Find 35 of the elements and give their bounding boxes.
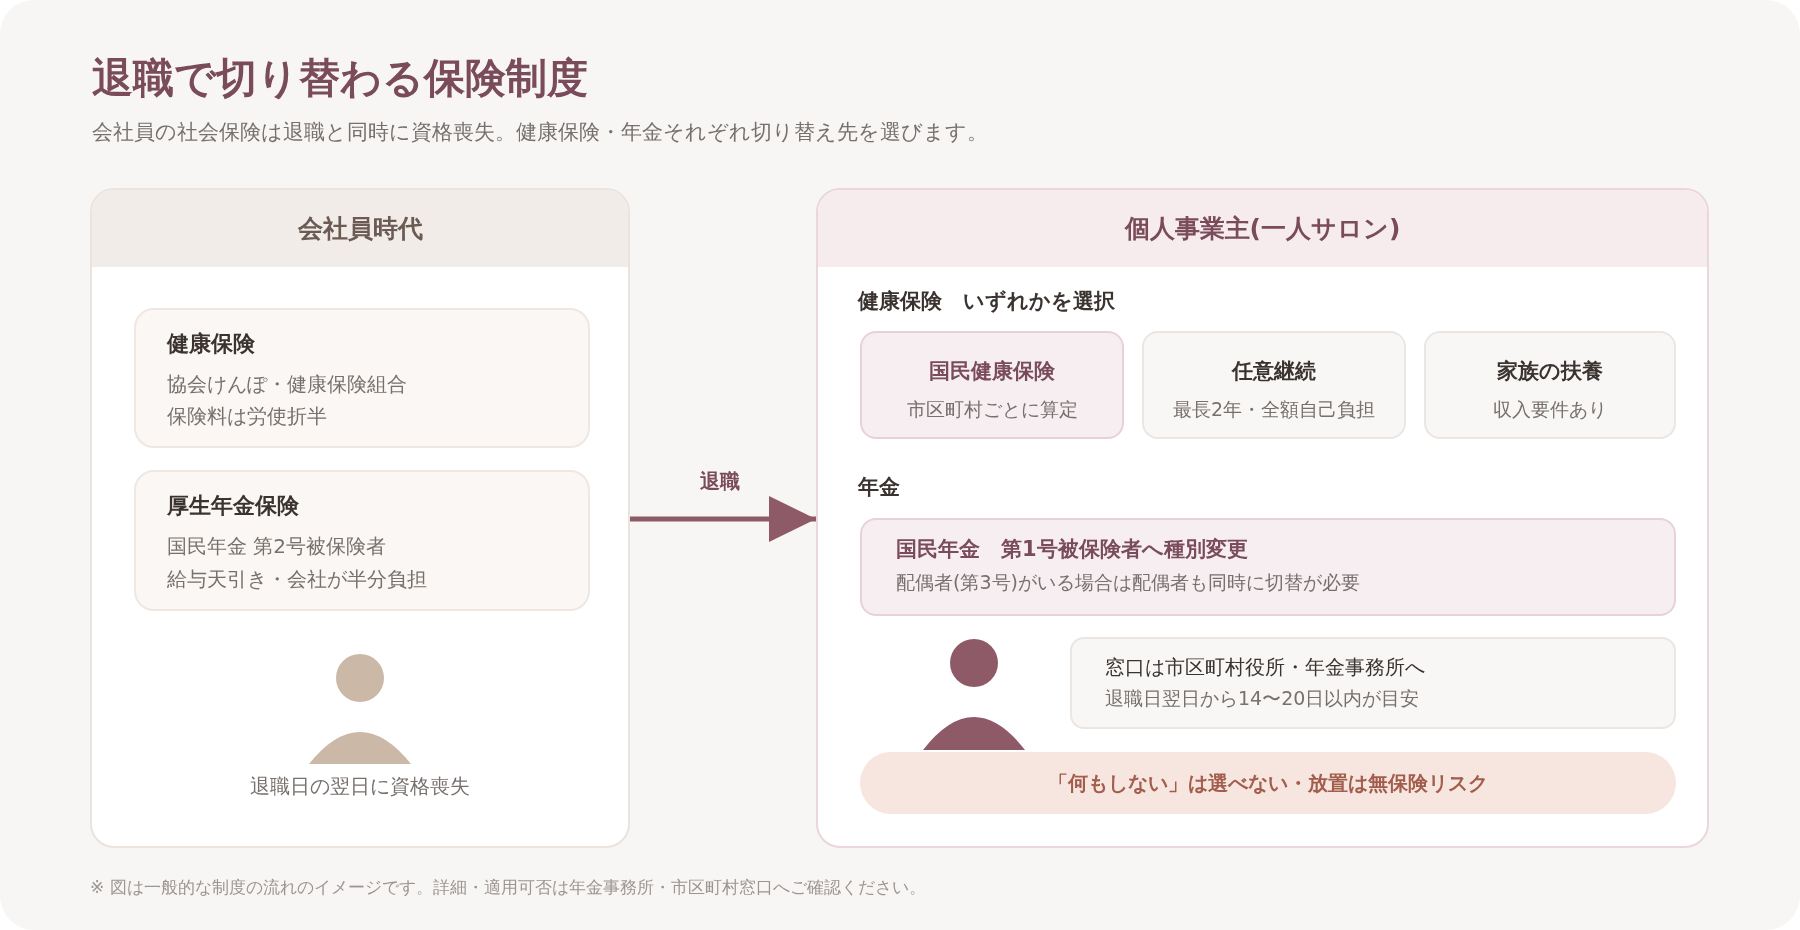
panel-header: 個人事業主(一人サロン)	[818, 190, 1707, 267]
footnote: ※ 図は一般的な制度の流れのイメージです。詳細・適用可否は年金事務所・市区町村窓口へご確認ください。	[90, 875, 926, 899]
panel-header: 会社員時代	[92, 190, 628, 267]
card-text: 最長2年・全額自己負担	[1172, 397, 1376, 422]
card-text: 協会けんぽ・健康保険組合	[167, 370, 407, 398]
option-card	[1424, 331, 1676, 439]
card-text: 収入要件あり	[1493, 397, 1607, 422]
title: 退職で切り替わる保険制度	[92, 52, 588, 104]
subtitle: 会社員の社会保険は退職と同時に資格喪失。健康保険・年金それぞれ切り替え先を選びます。	[92, 119, 988, 146]
info-text: 退職日翌日から14〜20日以内が目安	[1105, 686, 1420, 711]
arrow	[630, 496, 816, 542]
info-card	[134, 470, 590, 611]
info-text: 窓口は市区町村役所・年金事務所へ	[1105, 653, 1425, 681]
card-text: 給与天引き・会社が半分負担	[167, 565, 427, 593]
box-text: 配偶者(第3号)がいる場合は配偶者も同時に切替が必要	[896, 570, 1360, 595]
highlight-box	[860, 518, 1676, 616]
panel-card	[90, 188, 630, 848]
card-title: 国民健康保険	[929, 358, 1055, 385]
info-box	[1070, 637, 1676, 729]
section-heading: 年金	[858, 474, 900, 501]
option-card	[1142, 331, 1406, 439]
caption-text: 退職日の翌日に資格喪失	[250, 772, 470, 800]
card-text: 国民年金 第2号被保険者	[167, 532, 387, 560]
card-title: 家族の扶養	[1497, 358, 1603, 385]
section-heading: 健康保険 いずれかを選択	[858, 288, 1115, 315]
box-title: 国民年金 第1号被保険者へ種別変更	[896, 536, 1248, 563]
card-title: 任意継続	[1232, 358, 1316, 385]
card-text: 市区町村ごとに算定	[906, 397, 1078, 422]
panel-card	[816, 188, 1709, 848]
option-card	[860, 331, 1124, 439]
card-title: 厚生年金保険	[167, 492, 299, 520]
card-text: 保険料は労使折半	[167, 402, 327, 430]
card-title: 健康保険	[167, 330, 255, 358]
info-card	[134, 308, 590, 448]
warning-text: 「何もしない」は選べない・放置は無保険リスク	[1048, 769, 1488, 797]
